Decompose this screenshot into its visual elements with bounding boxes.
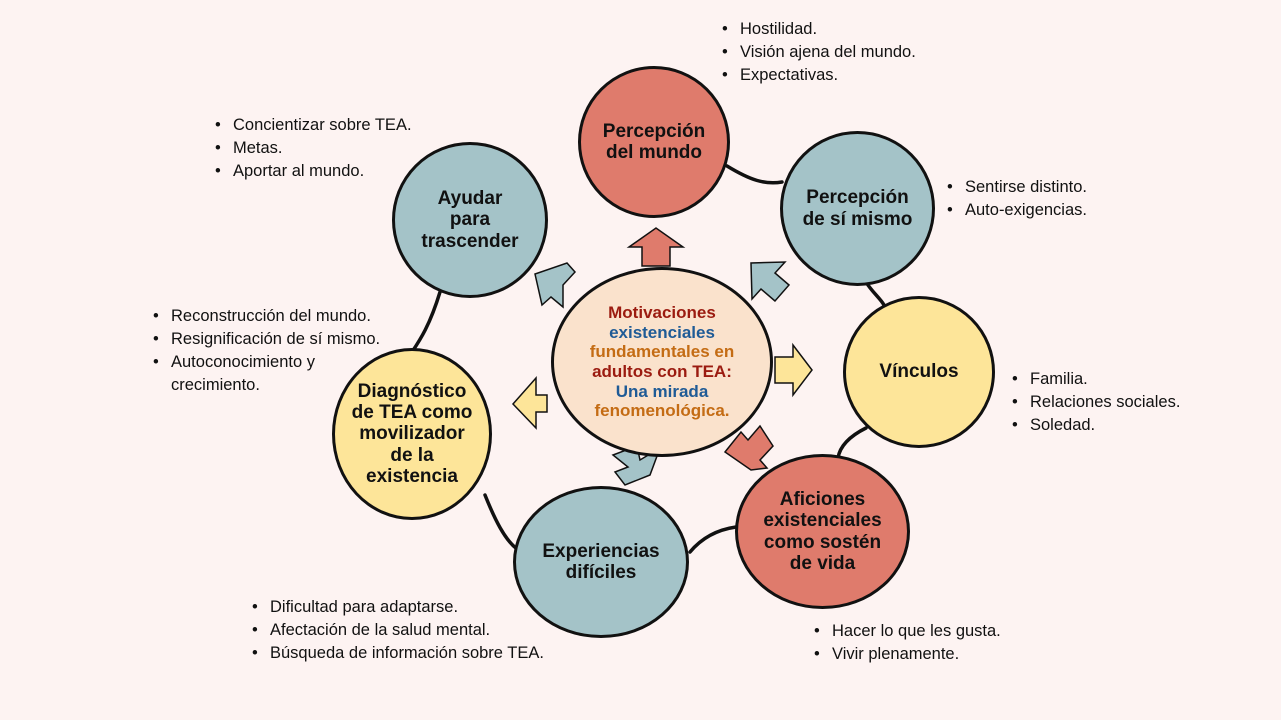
arrow-right: [774, 342, 813, 398]
connector-si-vinculos: [864, 280, 886, 307]
center-title-node: Motivaciones existenciales fundamentales…: [551, 267, 773, 457]
center-line-2: existenciales: [609, 322, 715, 342]
node-diagnostico-label: Diagnóstico de TEA como movilizador de l…: [351, 380, 473, 487]
node-vinculos: Vínculos: [843, 296, 995, 448]
list-item: Familia.: [1012, 368, 1212, 391]
list-item: Dificultad para adaptarse.: [252, 596, 572, 619]
node-diagnostico: Diagnóstico de TEA como movilizador de l…: [332, 348, 492, 520]
list-item: Autoconocimiento y crecimiento.: [153, 351, 323, 397]
list-item: Búsqueda de información sobre TEA.: [252, 642, 572, 665]
bullets-vinculos: Familia. Relaciones sociales. Soledad.: [1012, 368, 1212, 437]
connector-mundo-si: [725, 164, 784, 185]
bullets-percepcion-mundo: Hostilidad. Visión ajena del mundo. Expe…: [722, 18, 942, 87]
bullets-percepcion-si: Sentirse distinto. Auto-exigencias.: [947, 176, 1137, 222]
list-item: Soledad.: [1012, 414, 1212, 437]
connector-vinculos-aficiones: [836, 426, 868, 460]
node-percepcion-mundo: Percepción del mundo: [578, 66, 730, 218]
list-item: Reconstrucción del mundo.: [153, 305, 371, 328]
bullets-experiencias: Dificultad para adaptarse. Afectación de…: [252, 596, 572, 665]
list-item: Aportar al mundo.: [215, 160, 435, 183]
arrow-upright: [750, 261, 791, 303]
arrow-downright: [723, 424, 774, 471]
arrow-upleft: [534, 262, 577, 309]
connector-aficiones-experiencias: [688, 525, 738, 554]
node-percepcion-si-label: Percepción de sí mismo: [802, 187, 913, 230]
bullets-diagnostico: Reconstrucción del mundo. Resignificació…: [153, 305, 380, 397]
node-percepcion-si: Percepción de sí mismo: [780, 131, 935, 286]
list-item: Concientizar sobre TEA.: [215, 114, 435, 137]
node-aficiones: Aficiones existenciales como sostén de v…: [735, 454, 910, 609]
list-item: Auto-exigencias.: [947, 199, 1137, 222]
node-experiencias-label: Experiencias difíciles: [542, 540, 660, 583]
connector-diagnostico-ayudar: [410, 290, 442, 354]
node-aficiones-label: Aficiones existenciales como sostén de v…: [763, 488, 882, 574]
list-item: Vivir plenamente.: [814, 643, 1034, 666]
list-item: Resignificación de sí mismo.: [153, 328, 380, 351]
list-item: Sentirse distinto.: [947, 176, 1137, 199]
bullets-aficiones: Hacer lo que les gusta. Vivir plenamente…: [814, 620, 1034, 666]
center-line-3: fundamentales en: [589, 342, 735, 362]
arrow-up: [626, 227, 686, 267]
bullets-ayudar: Concientizar sobre TEA. Metas. Aportar a…: [215, 114, 435, 183]
connector-experiencias-diagnostico: [483, 493, 519, 551]
center-line-6: fenomenológica.: [594, 401, 730, 421]
list-item: Hostilidad.: [722, 18, 942, 41]
list-item: Visión ajena del mundo.: [722, 41, 942, 64]
node-vinculos-label: Vínculos: [879, 361, 959, 383]
node-experiencias: Experiencias difíciles: [513, 486, 689, 638]
center-line-1: Motivaciones: [608, 303, 716, 323]
center-line-4: adultos con TEA:: [592, 362, 732, 381]
list-item: Hacer lo que les gusta.: [814, 620, 1034, 643]
node-ayudar-label: Ayudar para trascender: [421, 188, 519, 252]
list-item: Afectación de la salud mental.: [252, 619, 572, 642]
list-item: Relaciones sociales.: [1012, 391, 1212, 414]
node-percepcion-mundo-label: Percepción del mundo: [602, 120, 706, 163]
list-item: Expectativas.: [722, 64, 942, 87]
arrow-left: [511, 376, 548, 430]
list-item: Metas.: [215, 137, 435, 160]
center-line-5: Una mirada: [615, 381, 709, 401]
